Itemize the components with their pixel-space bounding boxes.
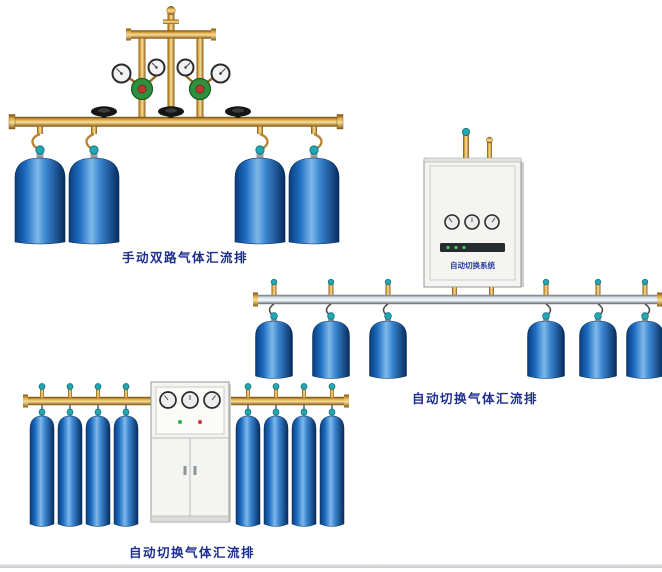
- pipe-end-cap: [126, 28, 131, 41]
- gas-cylinder: [234, 145, 286, 245]
- gas-cylinder: [68, 145, 120, 245]
- gas-regulator: [130, 77, 154, 101]
- pressure-gauge: [111, 63, 132, 84]
- manifold-pipe: [255, 294, 659, 305]
- product-image-auto-switch-wall-manifold: 自动切换系统: [253, 127, 662, 379]
- product-caption-auto-floor: 自动切换气体汇流排: [128, 546, 255, 560]
- hand-valve-wheel: [91, 106, 117, 118]
- indicator-lights: [446, 245, 466, 250]
- pipe-end-cap: [8, 114, 16, 130]
- gas-cylinder: [255, 312, 293, 379]
- gas-cylinder: [312, 312, 350, 379]
- cabinet-top-edge: [423, 157, 522, 163]
- riser-pipe: [167, 38, 175, 119]
- riser-pipe: [487, 142, 492, 160]
- cabinet-gauge: [159, 391, 221, 409]
- manifold-pipe: [25, 396, 152, 406]
- gas-cylinder: [57, 408, 83, 527]
- product-image-manual-dual-manifold: [8, 6, 344, 245]
- hand-valve-wheel: [225, 106, 251, 118]
- tee-fitting: [163, 19, 179, 24]
- pressure-gauge: [176, 58, 195, 77]
- gas-cylinder: [626, 312, 662, 379]
- gas-cylinder: [527, 312, 565, 379]
- door-handle: [193, 466, 197, 475]
- header-bar-pipe: [128, 30, 214, 39]
- manifold-pipe: [11, 116, 341, 127]
- gas-cylinder: [319, 408, 345, 527]
- pipe-end-cap: [657, 292, 662, 307]
- gas-cylinder: [579, 312, 617, 379]
- cabinet-label: 自动切换系统: [450, 260, 495, 270]
- indicator-light: [178, 420, 182, 424]
- door-handle: [183, 466, 187, 475]
- gas-cylinder: [235, 408, 261, 527]
- pipe-end-cap: [23, 394, 28, 408]
- cabinet-pipe-stub: [452, 287, 457, 295]
- gas-cylinder: [85, 408, 111, 527]
- product-caption-auto-wall: 自动切换气体汇流排: [411, 392, 538, 406]
- pipe-end-cap: [253, 292, 258, 307]
- indicator-panel: [440, 243, 505, 252]
- station-valve: [270, 278, 649, 295]
- hand-valve-wheel: [158, 106, 184, 118]
- page-divider: [0, 564, 662, 568]
- pigtail-hose: [268, 303, 651, 317]
- gas-cylinder: [14, 145, 66, 245]
- cabinet-pipe-stub: [489, 287, 494, 295]
- pipe-end-cap: [344, 394, 349, 408]
- pigtail-hose: [31, 132, 323, 152]
- product-image-auto-switch-floor-manifold: [23, 381, 349, 527]
- cylinder-connector: [37, 126, 317, 134]
- cabinet-panel-border: [429, 165, 516, 281]
- gas-cylinder: [291, 408, 317, 527]
- pressure-gauge: [147, 58, 166, 77]
- gas-cylinder: [369, 312, 407, 379]
- riser-pipe: [463, 134, 469, 160]
- product-caption-manual-dual: 手动双路气体汇流排: [121, 251, 248, 265]
- gas-regulator: [188, 77, 212, 101]
- pipe-end-cap: [211, 28, 216, 41]
- indicator-light: [198, 420, 202, 424]
- valve-knob: [461, 127, 470, 136]
- cabinet-gauge: [444, 214, 500, 230]
- gas-cylinder: [113, 408, 139, 527]
- cabinet-base: [150, 515, 230, 523]
- pipe-finial: [166, 6, 176, 15]
- pipe-end-cap: [336, 114, 344, 130]
- gas-cylinder: [29, 408, 55, 527]
- pressure-gauge: [210, 63, 231, 84]
- gas-cylinder: [263, 408, 289, 527]
- manifold-pipe: [228, 396, 346, 406]
- station-valve: [38, 383, 336, 398]
- pipe-finial: [486, 136, 493, 144]
- gas-cylinder: [288, 145, 340, 245]
